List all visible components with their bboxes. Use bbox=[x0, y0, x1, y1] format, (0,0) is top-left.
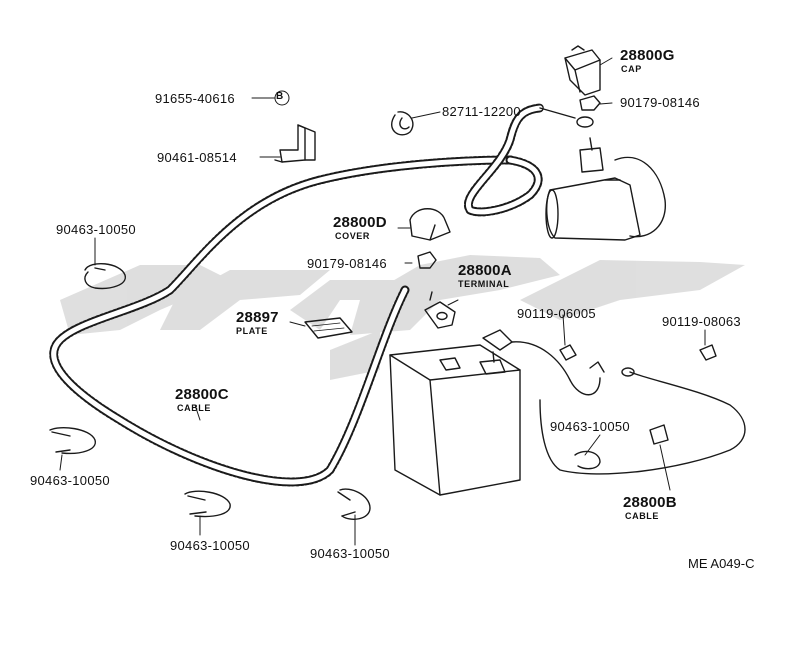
bolt-90119-06005 bbox=[559, 344, 577, 361]
cable-28800c bbox=[49, 103, 594, 487]
part-number-91655: 91655-40616 bbox=[155, 91, 235, 106]
part-number-90461: 90461-08514 bbox=[157, 150, 237, 165]
part-number-nut-mid: 90179-08146 bbox=[307, 256, 387, 271]
part-number-90119-08063: 90119-08063 bbox=[662, 314, 741, 329]
part-number-90119-06005: 90119-06005 bbox=[517, 306, 596, 321]
cap-28800g bbox=[564, 45, 601, 96]
part-name-terminal: TERMINAL bbox=[458, 279, 510, 289]
bracket-90461 bbox=[274, 124, 316, 163]
leader-lines bbox=[59, 57, 706, 546]
part-name-cable-c: CABLE bbox=[177, 403, 211, 413]
part-name-cap: CAP bbox=[621, 64, 642, 74]
watermark-logo bbox=[60, 255, 745, 380]
plate-28897 bbox=[304, 317, 353, 339]
part-number-28800a: 28800A bbox=[458, 262, 512, 279]
part-number-82711: 82711-12200 bbox=[442, 104, 521, 119]
part-number-nut-top: 90179-08146 bbox=[620, 95, 700, 110]
part-number-28800d: 28800D bbox=[333, 214, 387, 231]
part-number-clip-5: 90463-10050 bbox=[550, 419, 630, 434]
bolt-90119-08063 bbox=[699, 344, 717, 361]
cover-28800d bbox=[409, 208, 451, 241]
starter-motor bbox=[545, 137, 666, 241]
callout-b: B bbox=[276, 91, 284, 102]
part-number-28800c: 28800C bbox=[175, 386, 229, 403]
clip-2 bbox=[49, 427, 96, 455]
nut-mid bbox=[417, 251, 437, 269]
part-name-plate: PLATE bbox=[236, 326, 268, 336]
cable-28800b bbox=[482, 329, 746, 475]
part-number-28897: 28897 bbox=[236, 309, 279, 326]
clip-3 bbox=[184, 490, 231, 518]
clamp-82711 bbox=[391, 111, 414, 136]
part-name-cable-b: CABLE bbox=[625, 511, 659, 521]
nut-top bbox=[579, 95, 601, 111]
part-number-clip-3: 90463-10050 bbox=[170, 538, 250, 553]
clip-1 bbox=[84, 263, 126, 290]
clip-5 bbox=[574, 450, 601, 470]
part-number-clip-1: 90463-10050 bbox=[56, 222, 136, 237]
drawing-code: ME A049-C bbox=[688, 556, 755, 571]
clip-4 bbox=[337, 488, 371, 520]
part-number-clip-2: 90463-10050 bbox=[30, 473, 110, 488]
battery bbox=[389, 344, 521, 496]
terminal-28800a bbox=[424, 291, 456, 329]
part-number-28800g: 28800G bbox=[620, 47, 675, 64]
part-number-28800b: 28800B bbox=[623, 494, 677, 511]
part-name-cover: COVER bbox=[335, 231, 371, 241]
part-number-clip-4: 90463-10050 bbox=[310, 546, 390, 561]
